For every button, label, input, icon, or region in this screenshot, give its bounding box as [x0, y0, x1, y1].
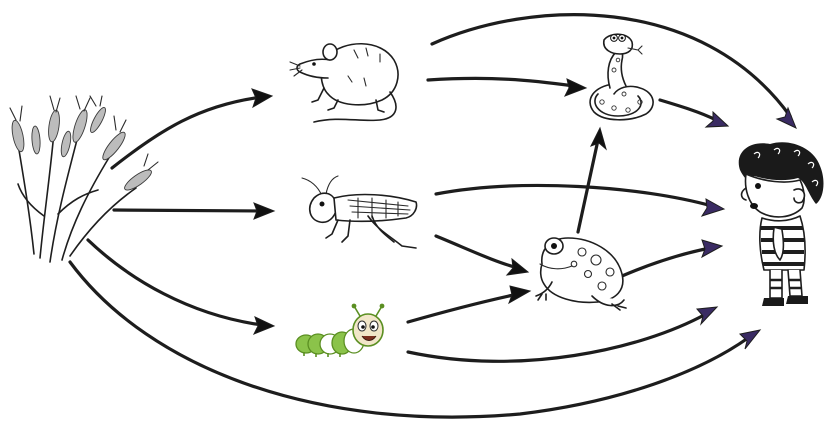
- arrow-wheat-to-human: [70, 262, 760, 417]
- wheat-icon: [10, 96, 158, 262]
- arrow-snake-to-human: [660, 100, 728, 127]
- arrowhead-snake-from-rat: [565, 79, 586, 96]
- arrowhead-grasshopper: [254, 203, 274, 219]
- arrow-frog-to-snake: [578, 128, 606, 232]
- arrowhead-human-from-snake: [706, 112, 728, 127]
- arrow-rat-to-snake: [428, 78, 586, 96]
- arrow-grasshopper-to-human: [436, 185, 724, 216]
- arrow-wheat-to-grasshopper: [114, 203, 274, 219]
- arrow-wheat-to-rat: [112, 89, 272, 168]
- boy-icon: [739, 142, 824, 306]
- arrow-caterpillar-to-human: [408, 307, 717, 361]
- arrowhead-human-from-grasshopper: [702, 199, 724, 216]
- food-web-arrows: [70, 15, 796, 417]
- arrowhead-human-from-rat: [777, 108, 796, 128]
- arrow-wheat-to-caterpillar: [88, 240, 274, 334]
- frog-icon: [536, 238, 626, 310]
- rat-icon: [290, 44, 398, 122]
- arrow-caterpillar-to-frog: [408, 286, 530, 322]
- arrowhead-human-from-wheat: [740, 330, 760, 349]
- arrowhead-snake-from-frog: [591, 128, 606, 149]
- snake-icon: [590, 34, 653, 120]
- arrowhead-frog-from-caterpillar: [509, 286, 530, 303]
- arrow-frog-to-human: [622, 240, 722, 276]
- caterpillar-icon: [296, 304, 384, 357]
- arrow-grasshopper-to-frog: [436, 236, 528, 275]
- grasshopper-icon: [302, 176, 417, 248]
- arrowhead-human-from-frog: [702, 240, 722, 257]
